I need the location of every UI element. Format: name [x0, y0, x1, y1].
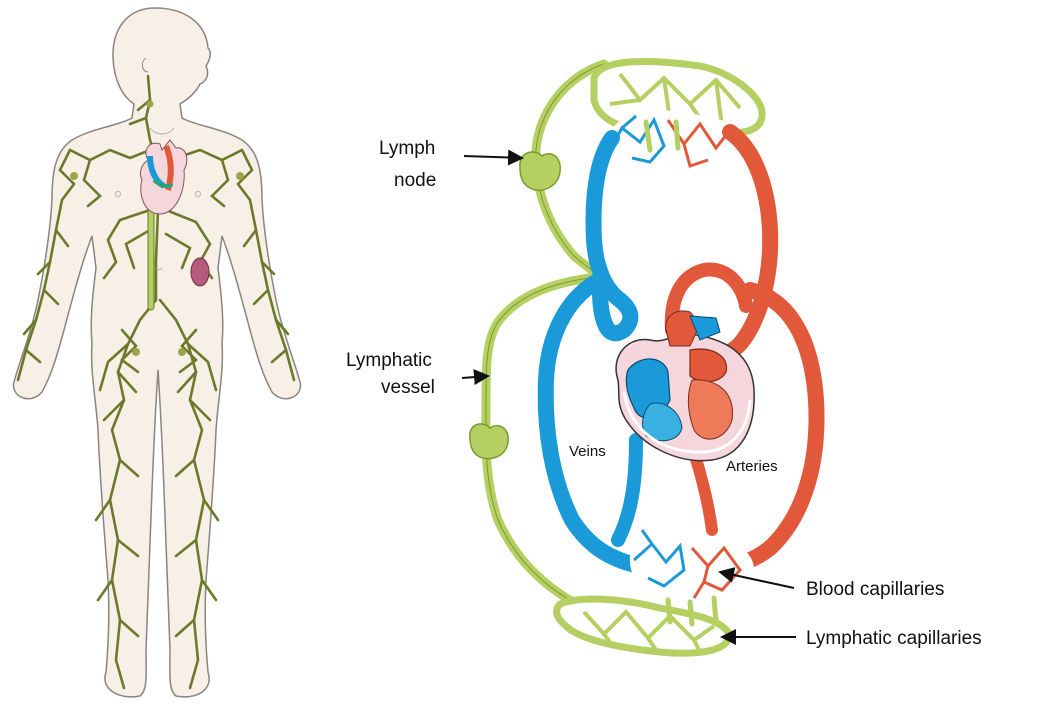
spleen: [191, 258, 209, 286]
label-lymphatic-vessel-line2: vessel: [381, 377, 435, 398]
vein-inner: [618, 440, 636, 540]
human-body-figure: [13, 8, 300, 697]
thoracic-duct: [148, 200, 154, 310]
lymph-node-lower: [470, 424, 508, 459]
label-lymph-node-line1: Lymph: [379, 138, 435, 159]
label-blood-capillaries: Blood capillaries: [806, 579, 944, 600]
label-veins: Veins: [569, 443, 606, 460]
label-arteries: Arteries: [726, 458, 778, 475]
label-lymphatic-vessel-line1: Lymphatic: [346, 350, 432, 371]
circulation-diagram: [470, 62, 817, 654]
lower-lymphatic-capillary-bed: [557, 599, 729, 653]
label-lymph-node-line2: node: [394, 170, 436, 191]
lymph-node-arrow: [464, 156, 522, 158]
label-lymphatic-capillaries: Lymphatic capillaries: [806, 628, 982, 649]
body-silhouette: [13, 8, 300, 697]
lymph-node-upper: [520, 152, 560, 190]
